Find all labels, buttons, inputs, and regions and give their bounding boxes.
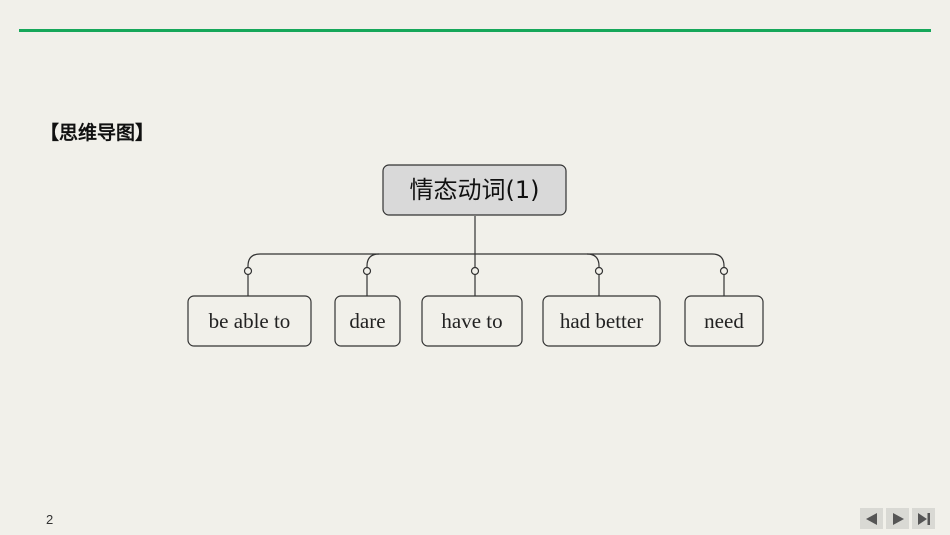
root-node: 情态动词(1) bbox=[382, 164, 567, 216]
slide-navigation bbox=[860, 508, 935, 529]
junction-dot bbox=[719, 266, 729, 276]
branch-had-better bbox=[586, 253, 600, 296]
child-node-had-better: had better bbox=[542, 295, 661, 347]
child-node-need: need bbox=[684, 295, 764, 347]
top-divider bbox=[19, 29, 931, 32]
root-node-box bbox=[382, 164, 567, 216]
skip-end-icon bbox=[917, 512, 930, 525]
child-node-box bbox=[334, 295, 401, 347]
branch-dare bbox=[366, 253, 380, 296]
triangle-right-icon bbox=[892, 512, 904, 525]
child-node-be-able-to: be able to bbox=[187, 295, 312, 347]
child-node-box bbox=[187, 295, 312, 347]
child-node-dare: dare bbox=[334, 295, 401, 347]
child-node-box bbox=[421, 295, 523, 347]
last-slide-button[interactable] bbox=[912, 508, 935, 529]
previous-slide-button[interactable] bbox=[860, 508, 883, 529]
junction-dot bbox=[362, 266, 372, 276]
section-title: 【思维导图】 bbox=[40, 122, 155, 144]
junction-dot bbox=[594, 266, 604, 276]
child-node-label: had better bbox=[560, 309, 643, 333]
connectors bbox=[247, 216, 725, 296]
child-node-have-to: have to bbox=[421, 295, 523, 347]
junction-dot bbox=[243, 266, 253, 276]
child-node-label: have to bbox=[441, 309, 502, 333]
child-node-box bbox=[684, 295, 764, 347]
junction-dot bbox=[470, 266, 480, 276]
child-node-label: need bbox=[704, 309, 744, 333]
junction-dots bbox=[243, 266, 729, 276]
triangle-left-icon bbox=[865, 512, 877, 525]
horizontal-bus bbox=[247, 253, 725, 267]
child-node-box bbox=[542, 295, 661, 347]
child-node-label: dare bbox=[349, 309, 385, 333]
child-node-label: be able to bbox=[209, 309, 291, 333]
page-number: 2 bbox=[46, 512, 54, 527]
next-slide-button[interactable] bbox=[886, 508, 909, 529]
root-node-label: 情态动词(1) bbox=[410, 176, 540, 204]
